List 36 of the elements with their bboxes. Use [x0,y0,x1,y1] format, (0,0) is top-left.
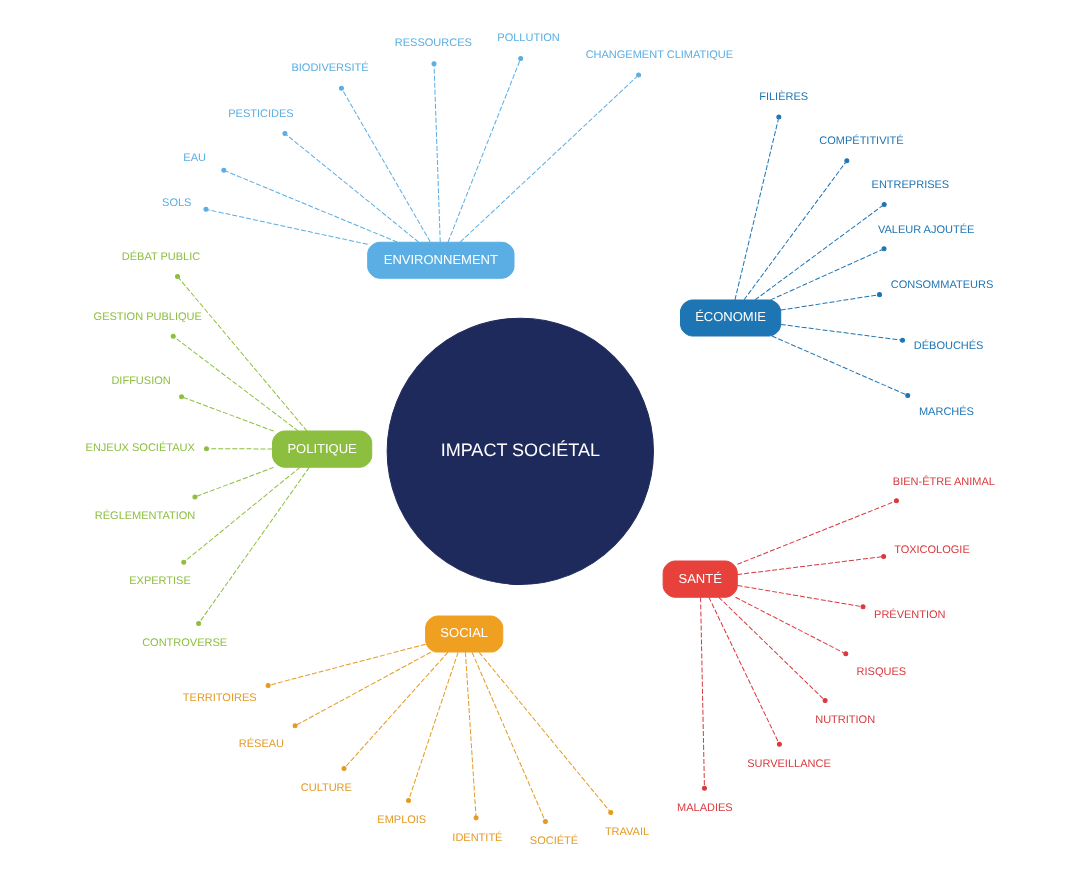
connector [406,651,459,803]
connector [780,324,905,343]
connector [471,652,548,825]
connector [203,206,369,245]
connector [192,466,275,500]
connector [743,158,850,301]
node-circle: IMPACT SOCIÉTAL [386,317,654,585]
connector [771,335,911,398]
connector [478,651,614,815]
connector [737,498,899,565]
connector [700,597,707,791]
connector [754,201,887,301]
connector [780,292,882,311]
connector [265,643,426,688]
connector [181,466,301,565]
connector [170,333,299,432]
connector [338,85,431,243]
connector [282,131,419,243]
connector [175,274,308,432]
connector [292,651,432,729]
connector [770,246,887,301]
connector [464,651,479,821]
connector [734,114,782,301]
connector [736,554,887,576]
connector [459,72,642,243]
connector [737,585,866,610]
connector [196,466,310,626]
connector [179,394,275,432]
connector [447,56,524,243]
connector [341,651,449,771]
connector [735,596,849,657]
connector [718,596,828,704]
connector [431,61,441,243]
connector [204,446,273,452]
connector [221,167,398,243]
connector [708,596,782,747]
